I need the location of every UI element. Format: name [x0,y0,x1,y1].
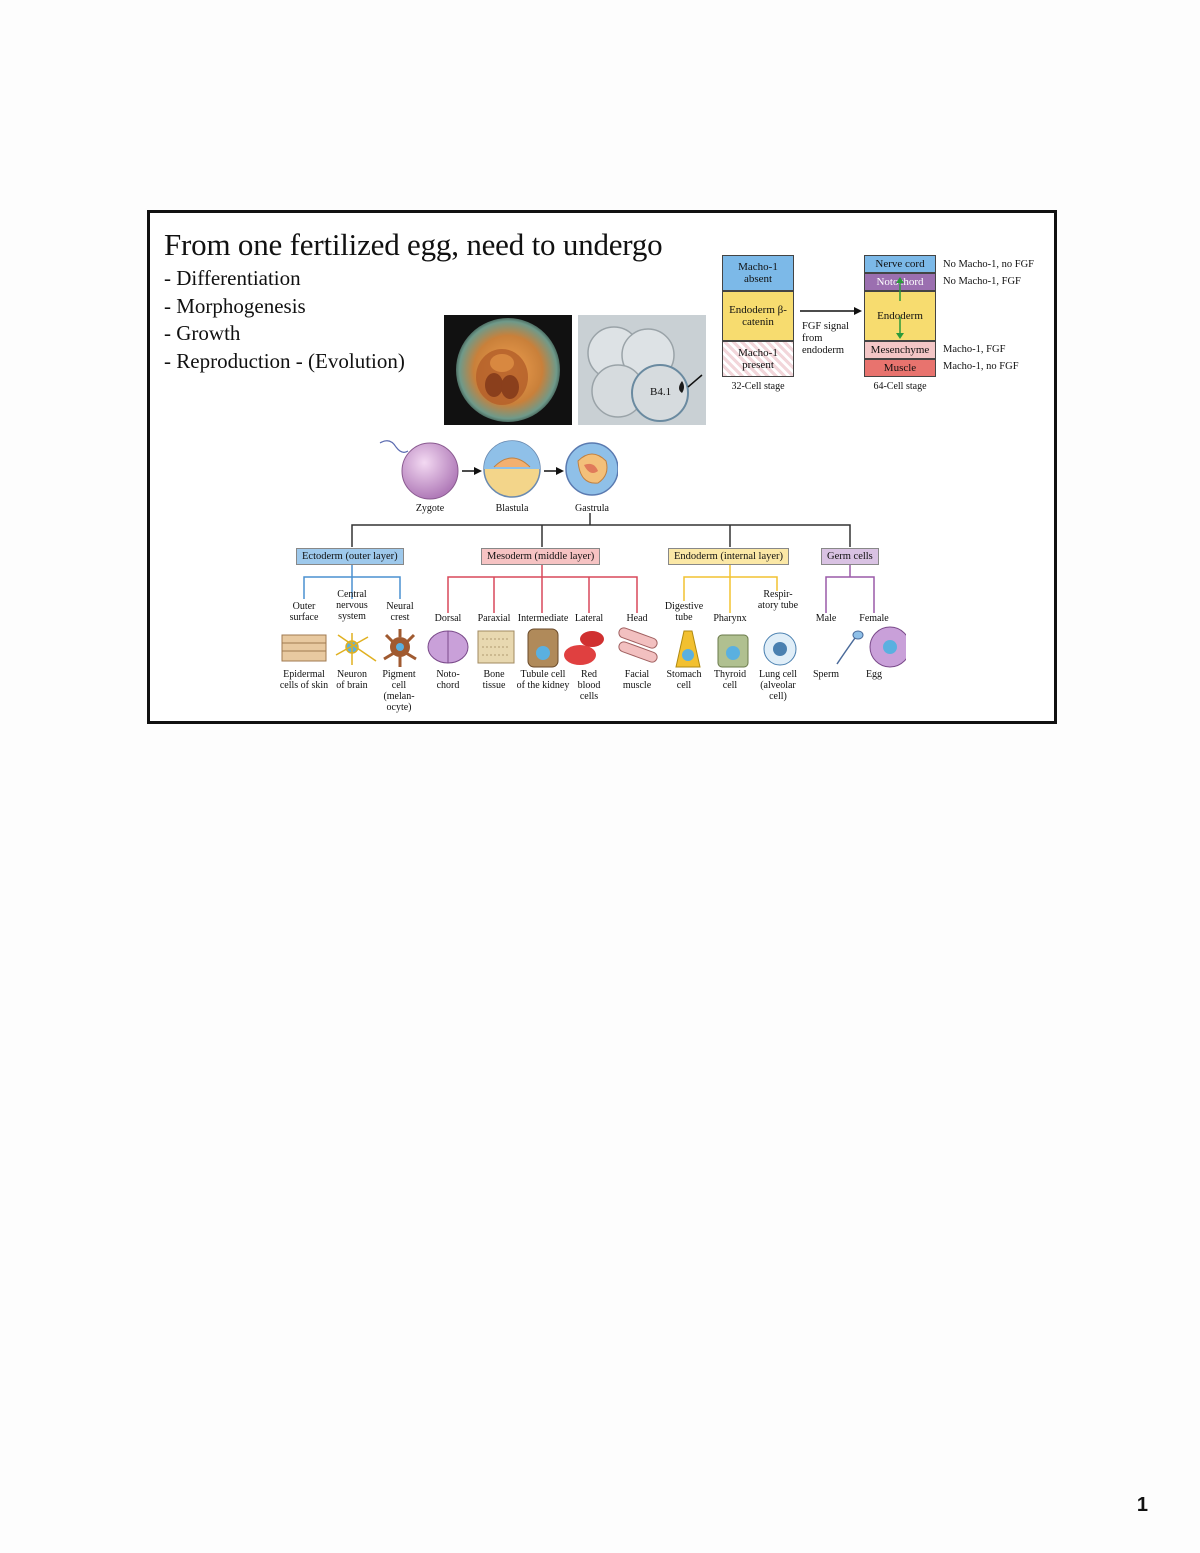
slide-title: From one fertilized egg, need to undergo [164,227,663,262]
bullet-list: - Differentiation - Morphogenesis - Grow… [164,265,405,375]
cell-photo: B4.1 [578,315,706,425]
stage-label: 64-Cell stage [873,381,927,392]
branch-label: Respir-atory tube [757,589,799,611]
branch-label: Central nervous system [336,589,368,622]
muscle-box: Muscle [864,359,936,377]
box-label: Endoderm [877,310,923,322]
nerve-cord-box: Nerve cord [864,255,936,273]
macho-absent-box: Macho-1 absent [722,255,794,291]
mesoderm-label: Mesoderm (middle layer) [481,548,601,565]
page-number: 1 [1136,1494,1148,1516]
cell-label: Bone tissue [482,669,506,691]
cell-label: Stomach cell [666,669,702,691]
stage-label: 32-Cell stage [731,381,785,392]
cell-label: Tubule cell of the kidney [516,669,570,691]
signal-arrow [800,307,862,315]
lineage-tree-lines [303,513,875,613]
right-note: Macho-1, no FGF [943,361,1019,372]
development-stages [379,440,618,500]
branch-label: Lateral [574,613,604,624]
germ-cells-label: Germ cells [821,548,879,565]
bullet-item: - Differentiation [164,266,301,290]
cell-label: Epidermal cells of skin [279,669,329,691]
cell-label: Sperm [812,669,840,680]
macho-present-box: Macho-1 present [722,341,794,377]
box-label: Mesenchyme [870,344,930,356]
ectoderm-label: Ectoderm (outer layer) [296,548,404,565]
branch-label: Female [859,613,889,624]
bullet-item: - Morphogenesis [164,293,306,318]
red-blood-cell-icon [564,631,604,665]
thyroid-cell-icon [717,634,749,668]
muscle-icon [618,627,658,663]
bone-icon [477,630,515,664]
endoderm-label: Endoderm (internal layer) [668,548,790,565]
cell-label: Lung cell (alveolar cell) [758,669,798,702]
right-note: Macho-1, FGF [943,344,1006,355]
cell-label: B4.1 [650,386,672,398]
signal-label: FGF signal from endoderm [802,321,849,356]
branch-label: Digestive tube [664,601,704,623]
kidney-tubule-icon [527,628,559,668]
skin-icon [281,634,327,662]
cell-label: Neuron of brain [336,669,368,691]
slide: From one fertilized egg, need to undergo… [147,210,1057,724]
stage-name: Blastula [495,503,529,514]
sperm-icon [836,630,864,665]
box-label: Endoderm β-catenin [729,304,787,328]
endoderm-box: Endoderm β-catenin [722,291,794,341]
bullet-item: - Reproduction - (Evolution) [164,348,405,373]
cell-label: Pigment cell (melan-ocyte) [382,669,416,713]
egg-icon [869,626,906,668]
lung-cell-icon [763,632,797,666]
pigment-cell-icon [383,629,417,667]
branch-label: Neural crest [386,601,414,623]
branch-label: Paraxial [477,613,511,624]
cell-label: Noto-chord [436,669,460,691]
bullet-item: - Growth [164,321,241,345]
cell-label: Thyroid cell [713,669,747,691]
box-label: Macho-1 absent [738,261,778,285]
cell-label: Red blood cells [577,669,601,702]
branch-label: Outer surface [289,601,319,623]
notochord-icon [427,630,469,664]
right-note: No Macho-1, no FGF [943,259,1034,270]
stage-name: Gastrula [575,503,609,514]
branch-label: Pharynx [713,613,747,624]
stage-name: Zygote [415,503,445,514]
mesenchyme-box: Mesenchyme [864,341,936,359]
cell-label: Egg [865,669,883,680]
box-label: Muscle [883,362,917,374]
stomach-cell-icon [675,630,701,668]
green-arrows [896,277,904,339]
branch-label: Male [815,613,837,624]
embryo-photo [444,315,572,425]
cell-label: Facial muscle [622,669,652,691]
branch-label: Dorsal [434,613,462,624]
right-note: No Macho-1, FGF [943,276,1021,287]
branch-label: Intermediate [517,613,569,624]
box-label: Macho-1 present [738,347,778,371]
neuron-icon [335,633,377,665]
cell-illustrations [281,626,906,668]
box-label: Nerve cord [875,258,925,270]
branch-label: Head [626,613,648,624]
